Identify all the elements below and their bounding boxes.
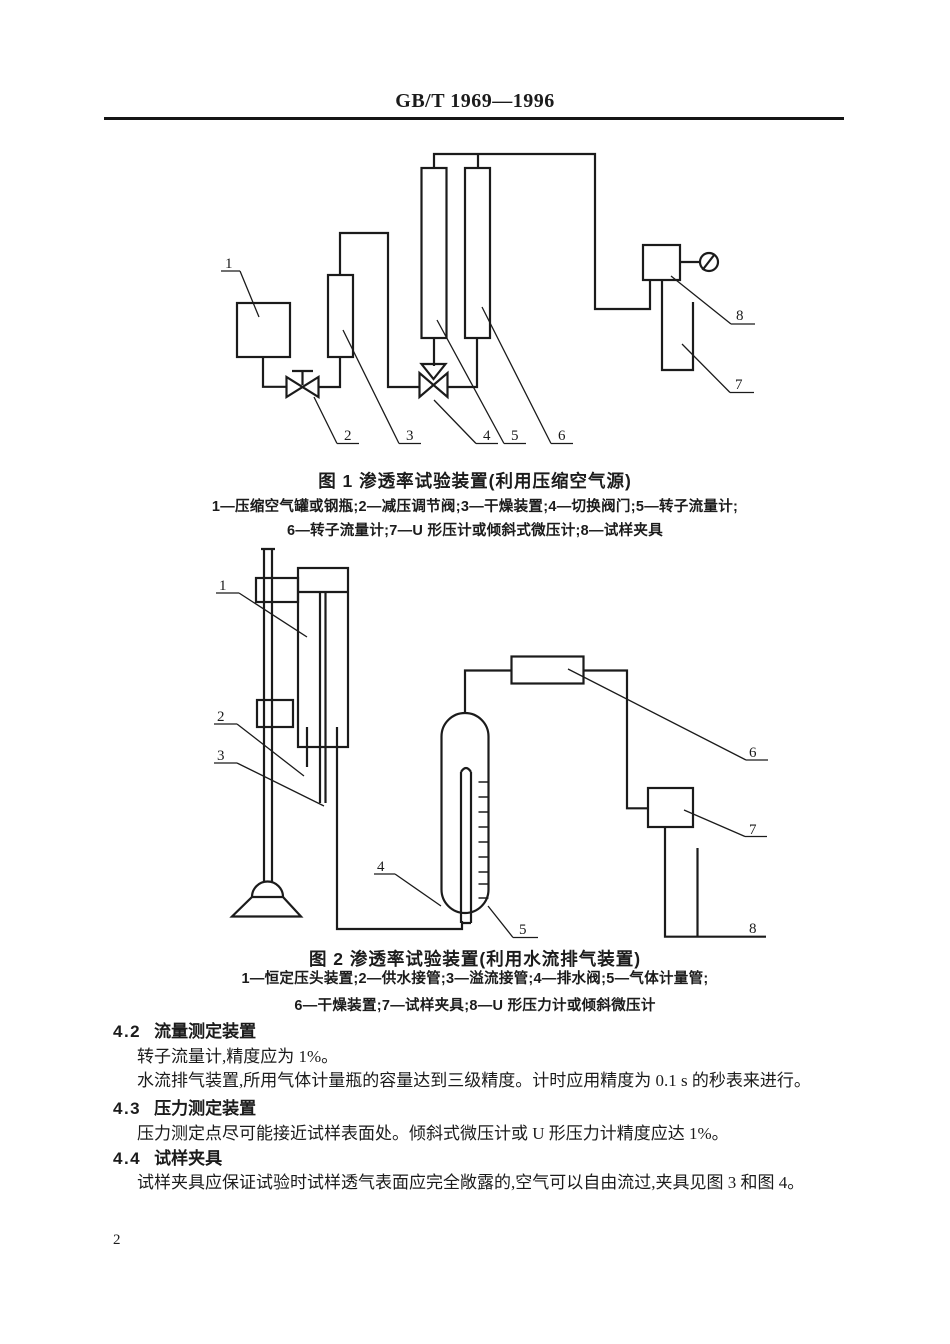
section-title: 流量测定装置 <box>154 1022 257 1041</box>
graduation-ticks <box>478 781 489 899</box>
section-heading-4-2: 4.2 流量测定装置 <box>113 1017 256 1042</box>
header-rule <box>104 117 844 120</box>
u-tube-manometer <box>663 827 766 938</box>
figure1-diagram: 1 2 3 4 5 6 7 8 <box>221 152 755 445</box>
callout-leader <box>681 343 754 394</box>
callout-leader <box>342 329 421 445</box>
callout-5: 5 <box>511 428 519 444</box>
page-number: 2 <box>113 1232 121 1248</box>
section-title: 试样夹具 <box>154 1149 223 1168</box>
callout-leader <box>313 396 359 445</box>
callout-2: 2 <box>217 709 225 725</box>
figure1-legend-line2: 6—转子流量计;7—U 形压计或倾斜式微压计;8—试样夹具 <box>286 523 664 539</box>
paragraph: 试样夹具应保证试验时试样透气表面应完全敞露的,空气可以自由流过,夹具见图 3 和… <box>137 1173 805 1192</box>
section-number: 4.2 <box>113 1022 142 1041</box>
pressure-regulator-valve <box>285 369 320 399</box>
switch-valve <box>418 362 449 400</box>
callout-leader <box>436 319 526 445</box>
sample-clamp-box <box>641 243 682 282</box>
callout-leader <box>481 306 573 445</box>
callout-6: 6 <box>749 745 757 761</box>
callout-8: 8 <box>749 921 757 937</box>
callout-2: 2 <box>344 428 352 444</box>
figure2-diagram: 1 2 3 4 5 6 7 8 <box>214 547 768 939</box>
callout-6: 6 <box>558 428 566 444</box>
figure2-caption: 图 2 渗透率试验装置(利用水流排气装置) <box>308 949 642 969</box>
drying-column <box>326 273 355 359</box>
callout-4: 4 <box>483 428 491 444</box>
paragraph: 压力测定点尽可能接近试样表面处。倾斜式微压计或 U 形压力计精度应达 1%。 <box>137 1124 729 1143</box>
figure2-callouts: 1 2 3 4 5 6 7 8 <box>217 578 757 938</box>
section-number: 4.3 <box>113 1099 142 1118</box>
callout-leader <box>567 668 768 761</box>
callout-leader <box>216 592 308 638</box>
callout-3: 3 <box>406 428 414 444</box>
section-title: 压力测定装置 <box>154 1099 257 1118</box>
stand-rod <box>261 547 275 882</box>
callout-4: 4 <box>377 859 385 875</box>
figure1-caption: 图 1 渗透率试验装置(利用压缩空气源) <box>318 471 632 491</box>
callout-1: 1 <box>219 578 227 594</box>
clamp-lower <box>255 698 295 729</box>
callout-leader <box>433 399 498 445</box>
callout-5: 5 <box>519 922 527 938</box>
section-heading-4-3: 4.3 压力测定装置 <box>113 1094 256 1119</box>
callout-1: 1 <box>225 256 233 272</box>
callout-7: 7 <box>749 822 757 838</box>
u-tube-manometer <box>660 280 695 372</box>
callout-leader <box>683 809 767 838</box>
gas-measuring-tube <box>459 766 473 925</box>
compressed-air-tank <box>235 301 292 359</box>
pipe <box>463 669 512 713</box>
standard-number-header: GB/T 1969—1996 <box>395 90 555 112</box>
callout-leader <box>221 270 260 318</box>
paragraph: 转子流量计,精度应为 1%。 <box>137 1047 339 1066</box>
stand-base <box>229 880 304 918</box>
callout-leader <box>487 905 538 939</box>
callout-8: 8 <box>736 308 744 324</box>
callout-leader <box>670 275 755 325</box>
rotameter-column-right <box>463 166 492 340</box>
pipe <box>338 231 420 389</box>
section-number: 4.4 <box>113 1149 142 1168</box>
pressure-gauge-icon <box>698 251 720 273</box>
pipe <box>447 338 479 389</box>
pipe <box>318 357 342 389</box>
callout-leader <box>214 762 325 807</box>
drying-device <box>510 655 585 685</box>
callout-7: 7 <box>735 377 743 393</box>
outlet-pipe <box>335 727 464 931</box>
figure1-legend-line1: 1—压缩空气罐或钢瓶;2—减压调节阀;3—干燥装置;4—切换阀门;5—转子流量计… <box>211 499 739 515</box>
pipe <box>583 669 648 810</box>
figure2-legend-line2: 6—干燥装置;7—试样夹具;8—U 形压力计或倾斜微压计 <box>294 998 656 1014</box>
rotameter-column-left <box>420 166 448 340</box>
callout-leader <box>214 723 305 777</box>
gas-measuring-vessel <box>440 711 490 915</box>
callout-leader <box>374 873 442 907</box>
figure2-legend-line1: 1—恒定压头装置;2—供水接管;3—溢流接管;4—排水阀;5—气体计量管; <box>241 971 709 987</box>
clamp-upper <box>254 576 300 604</box>
section-heading-4-4: 4.4 试样夹具 <box>113 1144 222 1169</box>
sample-clamp-box <box>646 786 695 829</box>
callout-3: 3 <box>217 748 225 764</box>
figure1-callouts: 1 2 3 4 5 6 7 8 <box>225 256 744 444</box>
pipe <box>261 357 287 388</box>
pipe <box>432 152 652 311</box>
constant-head-device <box>296 566 350 803</box>
paragraph: 水流排气装置,所用气体计量瓶的容量达到三级精度。计时应用精度为 0.1 s 的秒… <box>137 1071 811 1090</box>
